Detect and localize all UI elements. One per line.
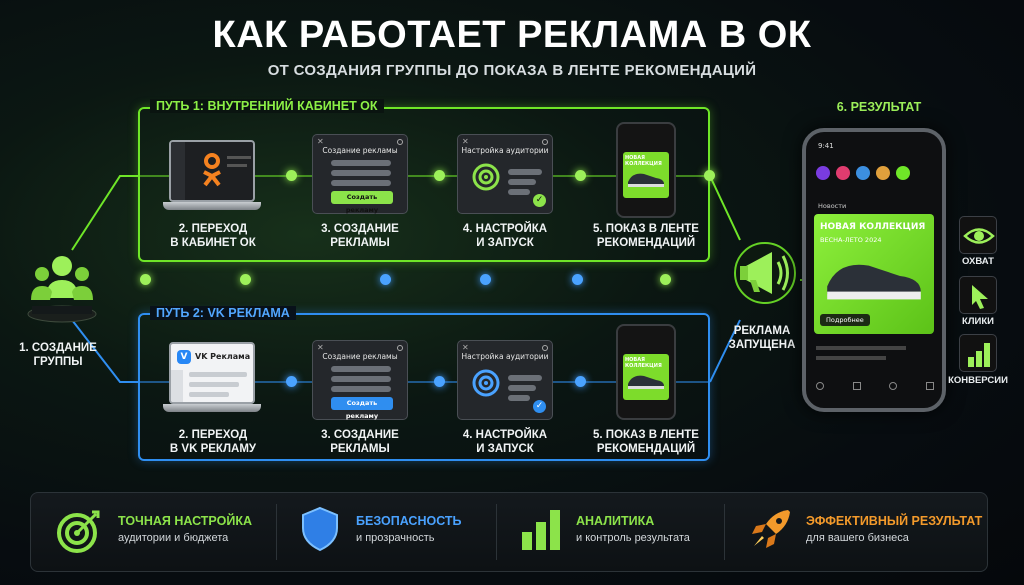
phone-time: 9:41 <box>818 142 834 150</box>
shield-icon <box>300 506 340 552</box>
flow-node <box>286 376 297 387</box>
path2-step2-label: 2. ПЕРЕХОД В VK РЕКЛАМУ <box>169 429 257 455</box>
create-ad-button[interactable]: Создать рекламу <box>331 397 393 420</box>
flow-node <box>704 170 715 181</box>
page-title: КАК РАБОТАЕТ РЕКЛАМА В ОК <box>212 14 812 56</box>
rocket-icon <box>748 506 794 552</box>
path2-container <box>138 313 710 461</box>
feature-title: БЕЗОПАСНОСТЬ <box>356 514 462 528</box>
ok-logo-icon <box>203 153 221 187</box>
panel-title: Создание рекламы <box>322 146 398 155</box>
bars-icon <box>520 506 562 552</box>
path2-create-panel: ✕ Создание рекламы Создать рекламу <box>312 340 408 420</box>
page-subtitle: ОТ СОЗДАНИЯ ГРУППЫ ДО ПОКАЗА В ЛЕНТЕ РЕК… <box>267 62 757 79</box>
start-label: 1. СОЗДАНИЕ ГРУППЫ <box>19 342 97 368</box>
feature-subtitle: и прозрачность <box>356 532 435 544</box>
path2-title: ПУТЬ 2: VK РЕКЛАМА <box>150 306 296 320</box>
ok-laptop <box>163 140 261 210</box>
bars-icon <box>959 334 997 372</box>
vk-ads-title: VK Реклама <box>195 352 251 361</box>
flow-node <box>380 274 391 285</box>
close-icon: ✕ <box>462 137 469 146</box>
close-icon: ✕ <box>462 343 469 352</box>
sneaker-icon <box>628 173 664 187</box>
options-icon <box>542 345 548 351</box>
flow-node <box>140 274 151 285</box>
phone-section: Новости <box>818 202 847 210</box>
path2-step3-label: 3. СОЗДАНИЕ РЕКЛАМЫ <box>321 429 399 455</box>
divider <box>724 504 725 560</box>
close-icon: ✕ <box>317 343 324 352</box>
flow-node <box>575 376 586 387</box>
path1-step4-label: 4. НАСТРОЙКА И ЗАПУСК <box>462 223 548 249</box>
path1-step3-label: 3. СОЗДАНИЕ РЕКЛАМЫ <box>321 223 399 249</box>
flow-node <box>240 274 251 285</box>
path1-create-panel: ✕ Создание рекламы Создать рекламу <box>312 134 408 214</box>
options-icon <box>397 139 403 145</box>
target-icon <box>56 508 102 554</box>
features-bar <box>30 492 988 572</box>
panel-title: Настройка аудитории <box>461 352 549 361</box>
vk-laptop: V VK Реклама <box>163 342 261 412</box>
ad-card: НОВАЯ КОЛЛЕКЦИЯ ВЕСНА-ЛЕТО 2024 Подробне… <box>814 214 934 334</box>
metric-label: КОНВЕРСИИ <box>948 375 1008 386</box>
flow-node <box>572 274 583 285</box>
feature-subtitle: аудитории и бюджета <box>118 532 229 544</box>
feature-subtitle: для вашего бизнеса <box>806 532 909 544</box>
path2-audience-panel: ✕ Настройка аудитории ✓ <box>457 340 553 420</box>
feature-subtitle: и контроль результата <box>576 532 690 544</box>
flow-node <box>434 170 445 181</box>
path1-step5-label: 5. ПОКАЗ В ЛЕНТЕ РЕКОМЕНДАЦИЙ <box>593 223 699 249</box>
ad-card-subtitle: ВЕСНА-ЛЕТО 2024 <box>820 236 882 244</box>
check-icon: ✓ <box>533 400 546 413</box>
ad-card-title: НОВАЯ КОЛЛЕКЦИЯ <box>820 222 926 232</box>
options-icon <box>397 345 403 351</box>
flow-node <box>286 170 297 181</box>
sneaker-icon <box>827 264 921 300</box>
feature-title: ТОЧНАЯ НАСТРОЙКА <box>118 514 252 528</box>
eye-icon <box>959 216 997 254</box>
flow-node <box>660 274 671 285</box>
path2-step4-label: 4. НАСТРОЙКА И ЗАПУСК <box>462 429 548 455</box>
target-icon <box>472 163 500 191</box>
flow-node <box>434 376 445 387</box>
path1-audience-panel: ✕ Настройка аудитории ✓ <box>457 134 553 214</box>
group-icon <box>26 244 98 324</box>
cursor-icon <box>959 276 997 314</box>
feature-title: ЭФФЕКТИВНЫЙ РЕЗУЛЬТАТ <box>806 514 983 528</box>
close-icon: ✕ <box>317 137 324 146</box>
divider <box>496 504 497 560</box>
path1-feed-phone: НОВАЯ КОЛЛЕКЦИЯ <box>616 122 676 218</box>
metric-label: КЛИКИ <box>962 316 994 327</box>
create-ad-button[interactable]: Создать рекламу <box>331 191 393 214</box>
check-icon: ✓ <box>533 194 546 207</box>
megaphone-icon <box>728 240 802 306</box>
launch-label: РЕКЛАМА ЗАПУЩЕНА <box>728 325 796 351</box>
divider <box>276 504 277 560</box>
panel-title: Создание рекламы <box>322 352 398 361</box>
path2-step5-label: 5. ПОКАЗ В ЛЕНТЕ РЕКОМЕНДАЦИЙ <box>593 429 699 455</box>
flow-node <box>480 274 491 285</box>
path1-step2-label: 2. ПЕРЕХОД В КАБИНЕТ ОК <box>170 223 256 249</box>
target-icon <box>472 369 500 397</box>
options-icon <box>542 139 548 145</box>
sneaker-icon <box>628 375 664 389</box>
result-label: 6. РЕЗУЛЬТАТ <box>836 100 922 114</box>
more-button[interactable]: Подробнее <box>820 314 870 326</box>
result-phone: 9:41 Новости НОВАЯ КОЛЛЕКЦИЯ ВЕСНА-ЛЕТО … <box>802 128 946 412</box>
vk-logo-icon: V <box>177 350 191 364</box>
metric-label: ОХВАТ <box>962 256 994 267</box>
feature-title: АНАЛИТИКА <box>576 514 655 528</box>
panel-title: Настройка аудитории <box>461 146 549 155</box>
path1-container <box>138 107 710 262</box>
path1-title: ПУТЬ 1: ВНУТРЕННИЙ КАБИНЕТ ОК <box>150 99 384 113</box>
flow-node <box>575 170 586 181</box>
path2-feed-phone: НОВАЯ КОЛЛЕКЦИЯ <box>616 324 676 420</box>
